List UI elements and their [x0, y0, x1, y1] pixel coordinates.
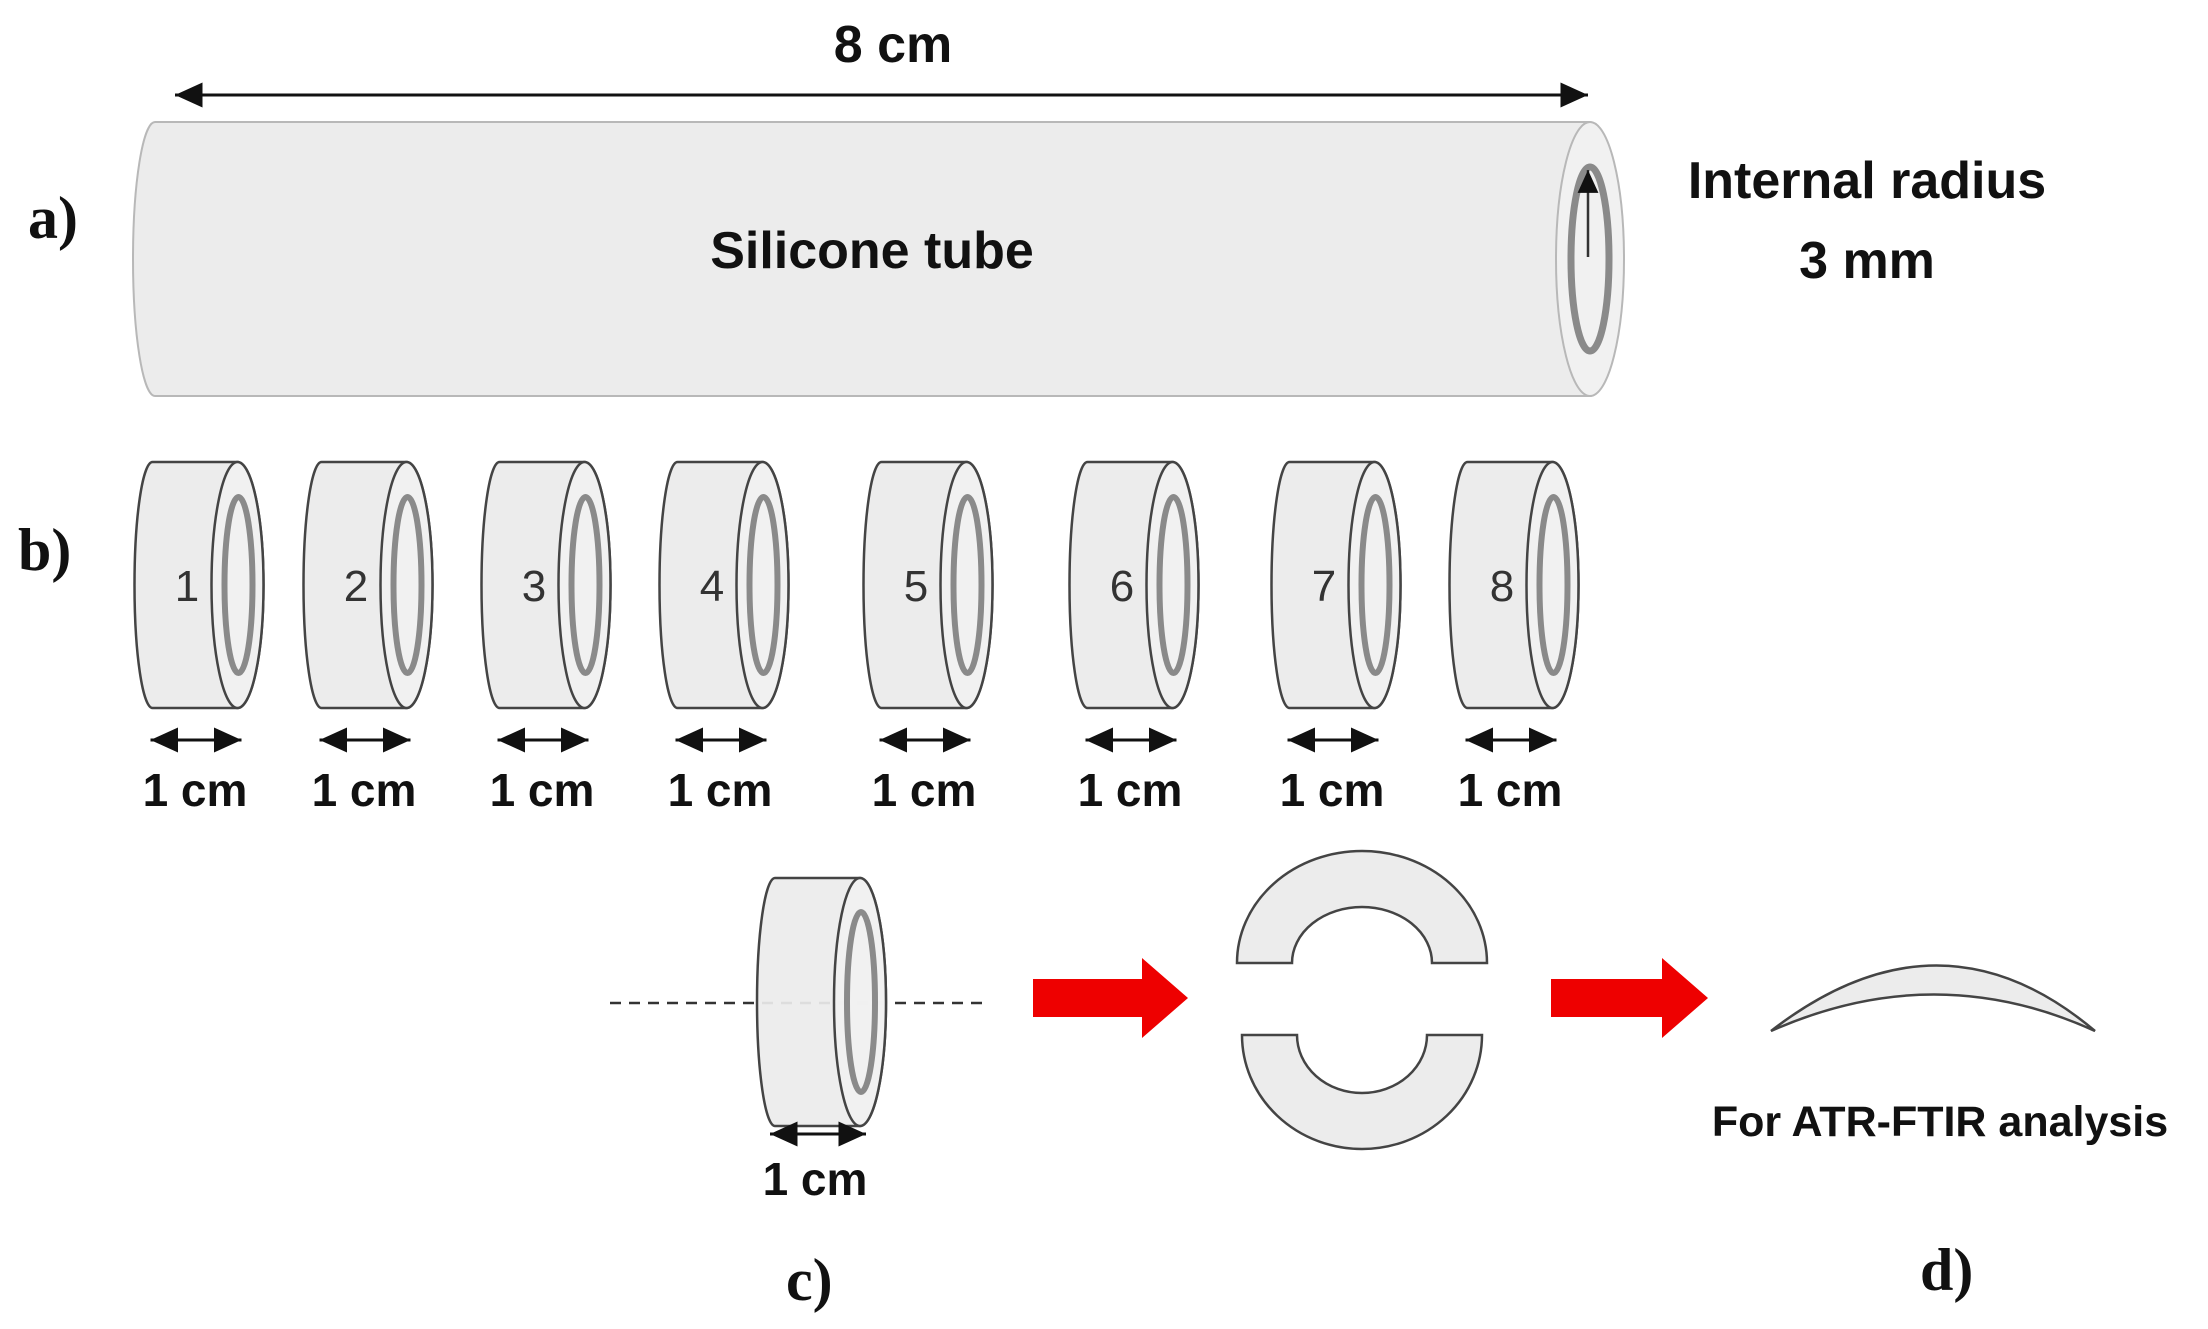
process-arrow-1: [1033, 958, 1188, 1038]
panel-label-a: a): [28, 185, 78, 251]
cut-segment: [610, 876, 990, 1147]
segment-number: 5: [904, 562, 928, 611]
tube-inner-lumen: [1567, 163, 1613, 355]
segment-width-label: 1 cm: [1078, 764, 1183, 816]
segment-width-label: 1 cm: [872, 764, 977, 816]
panel-label-c: c): [786, 1247, 833, 1313]
segment-number: 8: [1490, 562, 1514, 611]
radius-label-line2: 3 mm: [1799, 232, 1935, 290]
segment-5: 5 1 cm: [862, 460, 994, 816]
upper-half: [1235, 849, 1489, 965]
cut-segment-width-label: 1 cm: [763, 1153, 868, 1205]
process-arrow-2: [1551, 958, 1708, 1038]
segment-number: 1: [175, 562, 199, 611]
panel-label-d: d): [1920, 1237, 1973, 1303]
segment-6: 6 1 cm: [1068, 460, 1200, 816]
segment-width-label: 1 cm: [490, 764, 595, 816]
radius-label-line1: Internal radius: [1688, 152, 2046, 210]
lower-half: [1240, 1033, 1484, 1151]
silicone-tube: [132, 121, 1625, 397]
tube-length-label: 8 cm: [834, 16, 953, 74]
segment-3: 3 1 cm: [480, 460, 612, 816]
segment-number: 2: [344, 562, 368, 611]
sample-strip: [1770, 964, 2096, 1033]
segment-4: 4 1 cm: [658, 460, 790, 816]
segment-width-label: 1 cm: [143, 764, 248, 816]
segment-number: 3: [522, 562, 546, 611]
panel-label-b: b): [18, 517, 71, 583]
segment-2: 2 1 cm: [302, 460, 434, 816]
analysis-label: For ATR-FTIR analysis: [1712, 1098, 2168, 1146]
segments-row: 1 1 cm 2 1 cm 3 1 cm 4 1 cm 5 1 cm 6 1 cm 7 1 cm 8 1 cm: [133, 460, 1580, 816]
split-halves: [1235, 849, 1489, 1151]
segment-1: 1 1 cm: [133, 460, 265, 816]
segment-number: 7: [1312, 562, 1336, 611]
segment-width-label: 1 cm: [668, 764, 773, 816]
segment-number: 4: [700, 562, 724, 611]
segment-width-label: 1 cm: [1280, 764, 1385, 816]
segment-8: 8 1 cm: [1448, 460, 1580, 816]
segment-width-label: 1 cm: [312, 764, 417, 816]
segment-number: 6: [1110, 562, 1134, 611]
segment-7: 7 1 cm: [1270, 460, 1402, 816]
segment-width-label: 1 cm: [1458, 764, 1563, 816]
tube-name-label: Silicone tube: [710, 222, 1034, 280]
